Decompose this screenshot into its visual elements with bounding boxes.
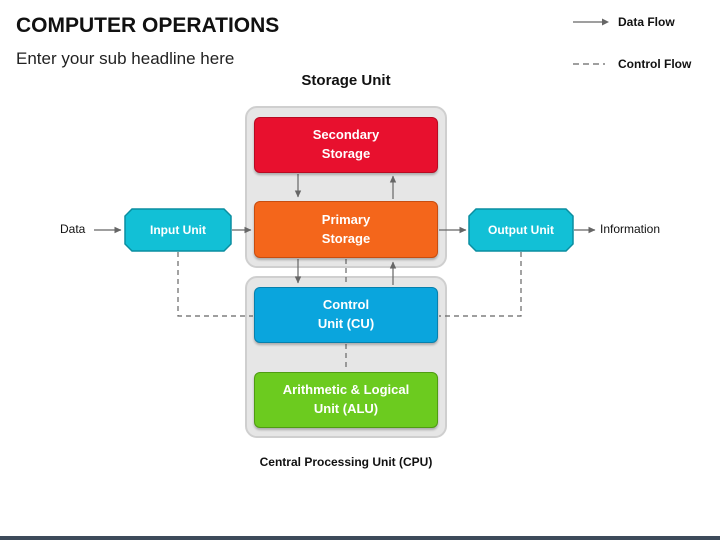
output-unit-shape bbox=[468, 208, 574, 252]
legend-control-flow-line bbox=[573, 63, 605, 65]
data-label: Data bbox=[60, 222, 86, 236]
legend-data-flow-label: Data Flow bbox=[618, 15, 675, 29]
page-title: COMPUTER OPERATIONS bbox=[16, 14, 280, 37]
information-label: Information bbox=[600, 222, 661, 236]
legend-control-flow-label: Control Flow bbox=[618, 57, 692, 71]
bottom-bar bbox=[0, 536, 720, 540]
input-unit-label: Input Unit bbox=[150, 223, 206, 237]
output-control-flow bbox=[439, 252, 522, 317]
output-unit-label: Output Unit bbox=[488, 223, 554, 237]
storage-unit-label: Storage Unit bbox=[301, 72, 391, 89]
secondary-storage-box: Secondary Storage bbox=[254, 117, 438, 173]
control-unit-box: Control Unit (CU) bbox=[254, 287, 438, 343]
page-subtitle: Enter your sub headline here bbox=[16, 49, 235, 68]
alu-box: Arithmetic & Logical Unit (ALU) bbox=[254, 372, 438, 428]
input-control-flow bbox=[177, 252, 253, 317]
primary-storage-box: Primary Storage bbox=[254, 201, 438, 258]
input-unit-shape bbox=[124, 208, 232, 252]
legend-data-flow-arrow bbox=[573, 18, 609, 26]
cpu-label: Central Processing Unit (CPU) bbox=[259, 455, 433, 469]
